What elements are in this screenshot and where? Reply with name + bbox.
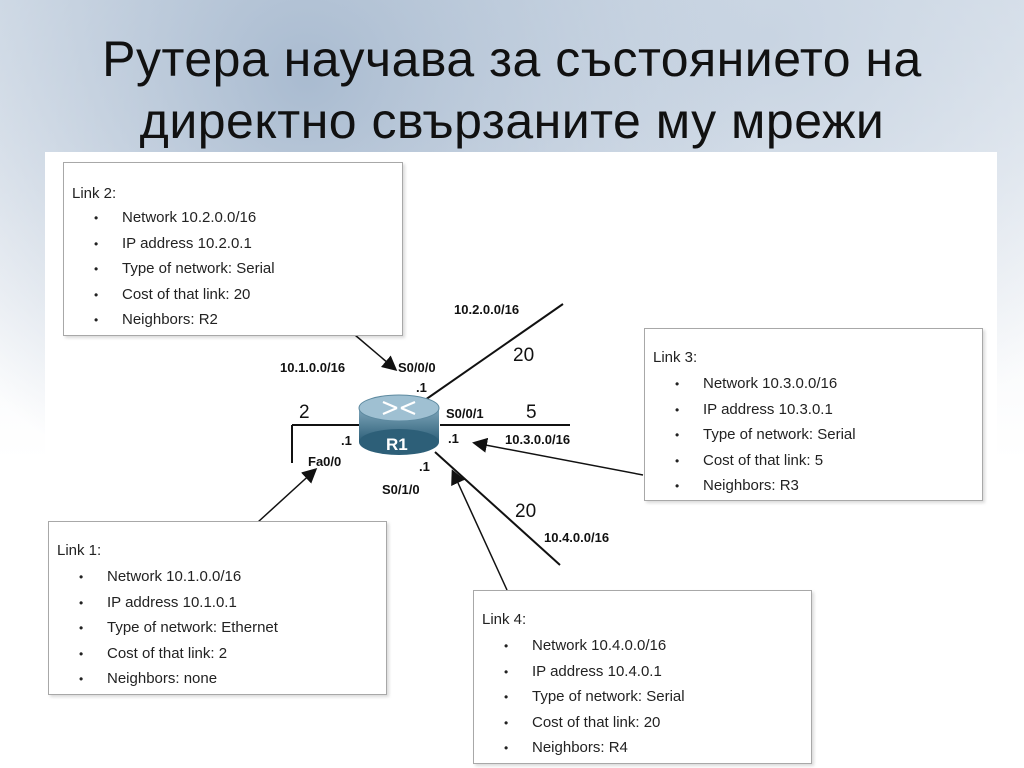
bullet-icon: • (94, 211, 99, 225)
link-2-list: •Network 10.2.0.0/16 •IP address 10.2.0.… (94, 205, 275, 333)
link-3-arrow (472, 437, 644, 476)
diagram-canvas: R1 10.2.0.0/16 20 10.1.0.0/16 S0/0/0 .1 … (45, 152, 997, 764)
list-item: •Network 10.1.0.0/16 (79, 564, 278, 590)
link-3-box: Link 3: •Network 10.3.0.0/16 •IP address… (644, 328, 983, 501)
list-item: •Neighbors: none (79, 666, 278, 692)
host-label-s010: .1 (419, 459, 430, 474)
link-3-header: Link 3: (653, 349, 698, 366)
router-label: R1 (386, 435, 408, 454)
bullet-icon: • (504, 741, 509, 756)
bullet-icon: • (79, 621, 84, 636)
if-label-fa00: Fa0/0 (308, 454, 342, 469)
bullet-icon: • (94, 313, 99, 328)
list-item: •Network 10.2.0.0/16 (94, 205, 275, 231)
bullet-icon: • (79, 570, 84, 584)
link-1-box: Link 1: •Network 10.1.0.0/16 •IP address… (48, 521, 387, 695)
net-label-10-2: 10.2.0.0/16 (454, 302, 520, 317)
bullet-icon: • (504, 664, 509, 679)
list-item: •Cost of that link: 2 (79, 641, 278, 667)
list-item: •Cost of that link: 5 (675, 448, 856, 474)
bullet-icon: • (79, 595, 84, 610)
list-item: •Network 10.3.0.0/16 (675, 371, 856, 397)
bullet-icon: • (79, 646, 84, 661)
list-item: •Neighbors: R3 (675, 473, 856, 499)
net-label-10-4: 10.4.0.0/16 (544, 530, 610, 545)
list-item: •IP address 10.3.0.1 (675, 397, 856, 423)
bullet-icon: • (675, 428, 680, 443)
host-label-fa00: .1 (341, 433, 352, 448)
link-4-header: Link 4: (482, 611, 527, 628)
link-2-arrow (354, 334, 398, 371)
list-item: •Neighbors: R2 (94, 307, 275, 333)
list-item: •Type of network: Serial (94, 256, 275, 282)
list-item: •Cost of that link: 20 (94, 282, 275, 308)
list-item: •Network 10.4.0.0/16 (504, 633, 685, 659)
link-4-arrow (451, 469, 508, 591)
if-label-s001: S0/0/1 (446, 406, 484, 421)
bullet-icon: • (94, 287, 99, 302)
bullet-icon: • (94, 236, 99, 251)
link-2-box: Link 2: •Network 10.2.0.0/16 •IP address… (63, 162, 403, 336)
bullet-icon: • (504, 690, 509, 705)
if-label-s000: S0/0/0 (398, 360, 436, 375)
network-diagram (257, 303, 644, 591)
net-label-10-1: 10.1.0.0/16 (280, 360, 346, 375)
host-label-s000: .1 (416, 380, 427, 395)
bullet-icon: • (94, 262, 99, 277)
cost-link-3: 5 (526, 402, 537, 423)
bullet-icon: • (675, 453, 680, 468)
bullet-icon: • (675, 377, 680, 391)
host-label-s001: .1 (448, 431, 459, 446)
bullet-icon: • (504, 639, 509, 653)
slide-title: Рутера научава за състоянието на директн… (0, 28, 1024, 152)
router-icon (358, 394, 440, 455)
list-item: •Cost of that link: 20 (504, 710, 685, 736)
list-item: •Neighbors: R4 (504, 735, 685, 761)
link-1-list: •Network 10.1.0.0/16 •IP address 10.1.0.… (79, 564, 278, 692)
net-label-10-3: 10.3.0.0/16 (505, 432, 571, 447)
list-item: •Type of network: Serial (675, 422, 856, 448)
title-line-1: Рутера научава за състоянието на (102, 31, 922, 87)
link-1-header: Link 1: (57, 542, 102, 559)
link-2-line (424, 303, 564, 401)
bullet-icon: • (675, 479, 680, 494)
list-item: •IP address 10.1.0.1 (79, 590, 278, 616)
bullet-icon: • (675, 402, 680, 417)
link-2-header: Link 2: (72, 185, 117, 202)
list-item: •IP address 10.2.0.1 (94, 231, 275, 257)
cost-link-1: 2 (299, 402, 310, 423)
link-4-line (434, 451, 561, 566)
list-item: •Type of network: Serial (504, 684, 685, 710)
link-1-arrow (257, 467, 318, 523)
bullet-icon: • (79, 672, 84, 687)
link-4-list: •Network 10.4.0.0/16 •IP address 10.4.0.… (504, 633, 685, 761)
list-item: •Type of network: Ethernet (79, 615, 278, 641)
cost-link-2: 20 (513, 345, 535, 366)
if-label-s010: S0/1/0 (382, 482, 420, 497)
title-line-2: директно свързаните му мрежи (139, 93, 885, 149)
link-4-box: Link 4: •Network 10.4.0.0/16 •IP address… (473, 590, 812, 764)
list-item: •IP address 10.4.0.1 (504, 659, 685, 685)
link-3-list: •Network 10.3.0.0/16 •IP address 10.3.0.… (675, 371, 856, 499)
bullet-icon: • (504, 715, 509, 730)
cost-link-4: 20 (515, 501, 537, 522)
